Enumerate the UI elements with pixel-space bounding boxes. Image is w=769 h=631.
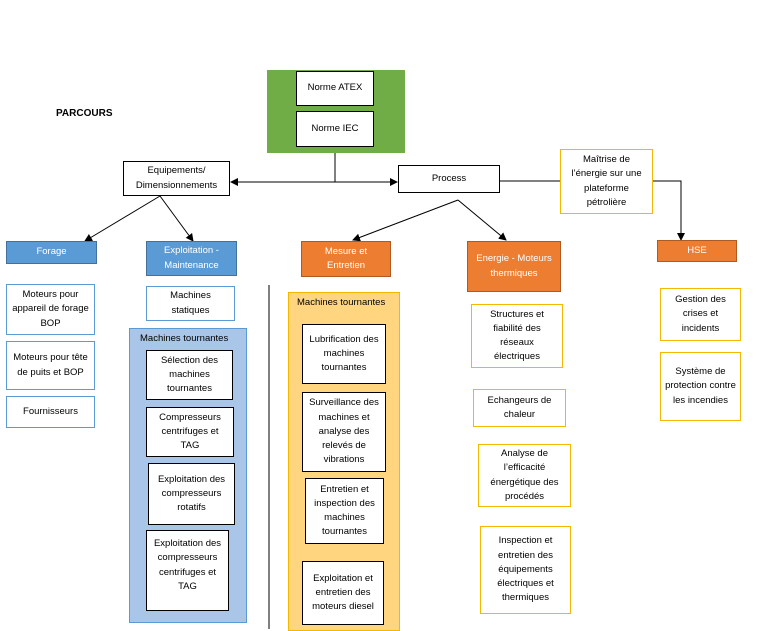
title-label: PARCOURS bbox=[56, 108, 113, 119]
mesure-item-label: Entretien et inspection des machines tou… bbox=[314, 483, 375, 538]
energie-header: Energie - Moteurs thermiques bbox=[467, 241, 561, 292]
process-node: Process bbox=[398, 165, 500, 193]
forage-item-label: Moteurs pour tête de puits et BOP bbox=[13, 352, 88, 378]
hse-item-label: Gestion des crises et incidents bbox=[675, 294, 726, 334]
iec-label: Norme IEC bbox=[311, 122, 359, 134]
mesure-item: Exploitation et entretien des moteurs di… bbox=[302, 561, 384, 625]
equipements-label: Equipements/ Dimensionnements bbox=[135, 165, 218, 191]
forage-item: Moteurs pour appareil de forage BOP bbox=[6, 284, 95, 335]
forage-item: Fournisseurs bbox=[6, 396, 95, 428]
hse-item: Gestion des crises et incidents bbox=[660, 288, 741, 341]
mesure-item: Entretien et inspection des machines tou… bbox=[305, 478, 384, 544]
mesure-item: Surveillance des machines et analyse des… bbox=[302, 392, 386, 472]
mesure-item: Lubrification des machines tournantes bbox=[302, 324, 386, 384]
mesure-item-label: Surveillance des machines et analyse des… bbox=[309, 397, 379, 466]
exploitation-item-label: Compresseurs centrifuges et TAG bbox=[159, 411, 221, 452]
process-label: Process bbox=[431, 172, 467, 184]
energie-item: Inspection et entretien des équipements … bbox=[480, 526, 571, 614]
mesure-item-label: Exploitation et entretien des moteurs di… bbox=[312, 572, 374, 613]
hse-header: HSE bbox=[657, 240, 737, 262]
forage-header: Forage bbox=[6, 241, 97, 264]
energie-header-label: Energie - Moteurs thermiques bbox=[476, 253, 552, 279]
mesure-header: Mesure et Entretien bbox=[301, 241, 391, 277]
hse-header-label: HSE bbox=[687, 244, 707, 256]
connector-eq-exploitation bbox=[159, 195, 194, 242]
hse-item-label: Système de protection contre les incendi… bbox=[665, 366, 736, 406]
energie-item: Structures et fiabilité des réseaux élec… bbox=[471, 304, 563, 368]
forage-item-label: Fournisseurs bbox=[23, 405, 78, 417]
exploitation-item-label: Sélection des machines tournantes bbox=[160, 354, 219, 395]
iec-box: Norme IEC bbox=[296, 111, 374, 147]
forage-header-label: Forage bbox=[36, 246, 67, 258]
connector-maitrise-hse bbox=[653, 180, 685, 241]
maitrise-node: Maîtrise de l’énergie sur une plateforme… bbox=[560, 149, 653, 214]
exploitation-item: Exploitation des compresseurs rotatifs bbox=[148, 463, 235, 525]
mesure-item-label: Lubrification des machines tournantes bbox=[309, 333, 379, 374]
energie-item-label: Echangeurs de chaleur bbox=[487, 394, 552, 420]
exploitation-item: Sélection des machines tournantes bbox=[146, 350, 233, 400]
mesure-group-title: Machines tournantes bbox=[297, 297, 386, 308]
atex-label: Norme ATEX bbox=[307, 82, 363, 94]
energie-item-label: Analyse de l’efficacité énergétique des … bbox=[490, 448, 559, 502]
mesure-header-label: Mesure et Entretien bbox=[324, 245, 368, 271]
forage-item-label: Moteurs pour appareil de forage BOP bbox=[12, 289, 89, 329]
atex-box: Norme ATEX bbox=[296, 71, 374, 106]
hse-item: Système de protection contre les incendi… bbox=[660, 352, 741, 421]
exploitation-header: Exploitation - Maintenance bbox=[146, 241, 237, 276]
machines-statiques-box: Machines statiques bbox=[146, 286, 235, 321]
energie-item-label: Structures et fiabilité des réseaux élec… bbox=[490, 308, 544, 363]
connector-proc-mesure bbox=[352, 199, 459, 242]
forage-item: Moteurs pour tête de puits et BOP bbox=[6, 341, 95, 390]
exploitation-header-label: Exploitation - Maintenance bbox=[164, 245, 219, 271]
exploitation-item: Exploitation des compresseurs centrifuge… bbox=[146, 530, 229, 611]
maitrise-label: Maîtrise de l’énergie sur une plateforme… bbox=[571, 154, 642, 208]
exploitation-item-label: Exploitation des compresseurs rotatifs bbox=[157, 473, 226, 514]
equipements-node: Equipements/ Dimensionnements bbox=[123, 161, 230, 196]
exploitation-item: Compresseurs centrifuges et TAG bbox=[146, 407, 234, 457]
connector-eq-forage bbox=[84, 195, 161, 242]
exploitation-item-label: Exploitation des compresseurs centrifuge… bbox=[153, 538, 222, 592]
exploitation-group-title: Machines tournantes bbox=[140, 333, 229, 344]
connector-proc-energie bbox=[457, 199, 507, 241]
energie-item: Analyse de l’efficacité énergétique des … bbox=[478, 444, 571, 507]
energie-item: Echangeurs de chaleur bbox=[473, 389, 566, 427]
energie-item-label: Inspection et entretien des équipements … bbox=[497, 535, 554, 604]
machines-statiques-label: Machines statiques bbox=[170, 290, 211, 316]
